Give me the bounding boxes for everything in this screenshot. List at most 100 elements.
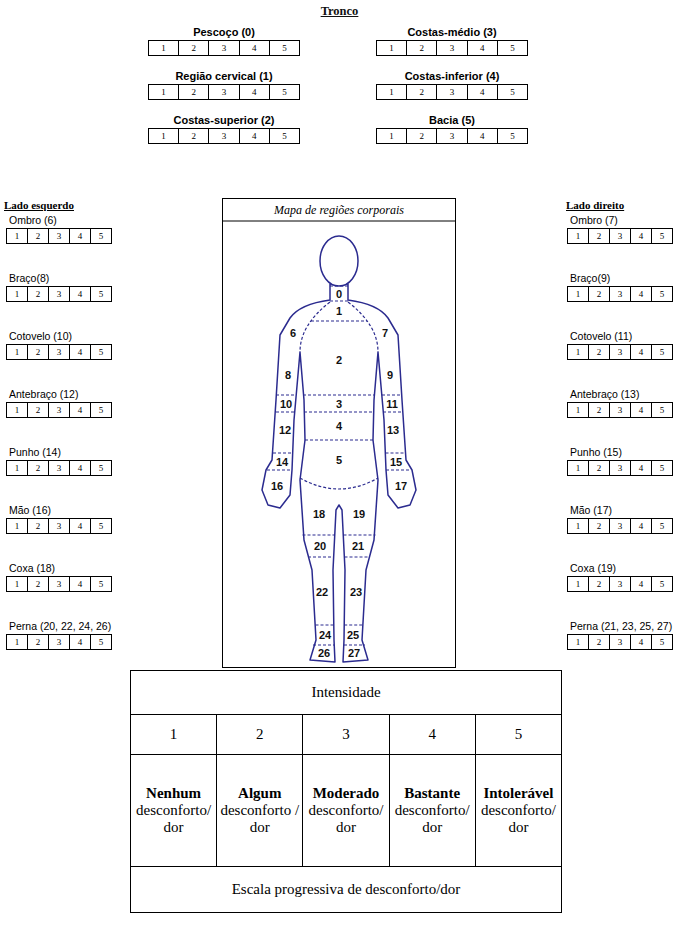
rating-scale: Cotovelo (11)12345 xyxy=(567,330,673,360)
rating-number: 4 xyxy=(639,231,644,241)
rating-number: 2 xyxy=(597,521,602,531)
rating-number: 5 xyxy=(282,43,287,53)
rating-number: 1 xyxy=(15,521,20,531)
rating-number: 4 xyxy=(78,289,83,299)
cell-content: Intoleráveldesconforto/ dor xyxy=(479,785,558,836)
rating-cell: 2 xyxy=(589,577,610,591)
rating-cell: 1 xyxy=(377,129,407,143)
rating-number: 1 xyxy=(576,579,581,589)
rating-number: 4 xyxy=(480,43,485,53)
rating-number: 2 xyxy=(192,87,197,97)
rating-cell: 1 xyxy=(568,635,589,649)
rating-cell: 4 xyxy=(468,41,498,55)
rating-cell: 3 xyxy=(49,287,70,301)
rating-cell: 4 xyxy=(631,229,652,243)
region-heading: Mão (16) xyxy=(9,504,51,517)
rating-row: 12345 xyxy=(567,634,673,650)
rating-cell: 5 xyxy=(652,519,672,533)
page-title: Tronco xyxy=(0,4,679,18)
rating-scale: Punho (14)12345 xyxy=(6,446,112,476)
rating-row: 12345 xyxy=(567,228,673,244)
rating-number: 1 xyxy=(576,521,581,531)
rating-cell: 3 xyxy=(610,345,631,359)
intensity-table: Intensidade12345Nenhumdesconforto/ dorAl… xyxy=(130,670,562,913)
rating-cell: 3 xyxy=(49,229,70,243)
region-heading: Ombro (6) xyxy=(9,214,57,227)
rating-number: 2 xyxy=(597,347,602,357)
cell-content: Nenhumdesconforto/ dor xyxy=(134,785,213,836)
rating-cell: 4 xyxy=(631,635,652,649)
rating-number: 4 xyxy=(639,405,644,415)
rating-number: 5 xyxy=(99,347,104,357)
rating-number: 5 xyxy=(660,521,665,531)
rating-number: 4 xyxy=(252,87,257,97)
rating-cell: 3 xyxy=(610,635,631,649)
region-number: 17 xyxy=(395,481,407,492)
rating-row: 12345 xyxy=(6,402,112,418)
rating-cell: 1 xyxy=(568,577,589,591)
region-number: 20 xyxy=(314,541,326,552)
table-cell: 3 xyxy=(303,715,389,755)
table-text: 3 xyxy=(342,726,350,743)
region-number: 7 xyxy=(382,328,388,339)
rating-cell: 5 xyxy=(91,577,111,591)
region-heading: Punho (14) xyxy=(9,446,61,459)
region-heading: Braço(9) xyxy=(570,272,610,285)
rating-number: 2 xyxy=(420,87,425,97)
region-heading: Costas-médio (3) xyxy=(407,26,496,39)
rating-cell: 5 xyxy=(91,461,111,475)
rating-number: 2 xyxy=(36,579,41,589)
rating-row: 12345 xyxy=(6,460,112,476)
region-number: 25 xyxy=(347,630,359,641)
rating-number: 1 xyxy=(15,637,20,647)
rating-number: 2 xyxy=(36,289,41,299)
rating-number: 1 xyxy=(15,405,20,415)
region-number: 14 xyxy=(276,456,288,467)
rating-scale: Punho (15)12345 xyxy=(567,446,673,476)
rating-number: 5 xyxy=(99,405,104,415)
rating-cell: 1 xyxy=(568,229,589,243)
rating-number: 3 xyxy=(618,405,623,415)
cell-content: 2 xyxy=(256,726,264,743)
rating-row: 12345 xyxy=(567,402,673,418)
rating-cell: 1 xyxy=(568,461,589,475)
rating-cell: 3 xyxy=(610,461,631,475)
rating-cell: 5 xyxy=(270,41,299,55)
rating-cell: 5 xyxy=(91,403,111,417)
rating-number: 5 xyxy=(660,579,665,589)
rating-number: 4 xyxy=(252,43,257,53)
rating-cell: 1 xyxy=(149,129,179,143)
rating-cell: 2 xyxy=(28,287,49,301)
rating-number: 3 xyxy=(57,231,62,241)
intensity-description: desconforto/ dor xyxy=(393,802,472,836)
rating-scale: Antebraço (13)12345 xyxy=(567,388,673,418)
rating-cell: 5 xyxy=(652,577,672,591)
rating-cell: 4 xyxy=(468,85,498,99)
rating-number: 5 xyxy=(660,637,665,647)
rating-cell: 4 xyxy=(70,519,91,533)
rating-number: 2 xyxy=(36,347,41,357)
rating-cell: 1 xyxy=(568,519,589,533)
rating-cell: 5 xyxy=(652,345,672,359)
rating-number: 3 xyxy=(222,131,227,141)
rating-scale: Pescoço (0)12345 xyxy=(148,26,300,56)
table-cell: Bastantedesconforto/ dor xyxy=(390,755,476,867)
rating-row: 12345 xyxy=(376,84,528,100)
region-heading: Ombro (7) xyxy=(570,214,618,227)
region-number: 6 xyxy=(290,328,296,339)
rating-cell: 5 xyxy=(498,85,527,99)
table-cell: Nenhumdesconforto/ dor xyxy=(131,755,217,867)
rating-cell: 2 xyxy=(589,461,610,475)
rating-number: 1 xyxy=(15,231,20,241)
rating-number: 5 xyxy=(282,87,287,97)
region-dividers xyxy=(267,286,411,645)
cell-content: Escala progressiva de desconforto/dor xyxy=(232,881,461,898)
rating-cell: 3 xyxy=(610,287,631,301)
cell-content: 5 xyxy=(515,726,523,743)
rating-cell: 2 xyxy=(589,635,610,649)
rating-number: 5 xyxy=(99,463,104,473)
region-heading: Perna (21, 23, 25, 27) xyxy=(570,620,672,633)
rating-number: 1 xyxy=(576,405,581,415)
rating-cell: 3 xyxy=(49,461,70,475)
